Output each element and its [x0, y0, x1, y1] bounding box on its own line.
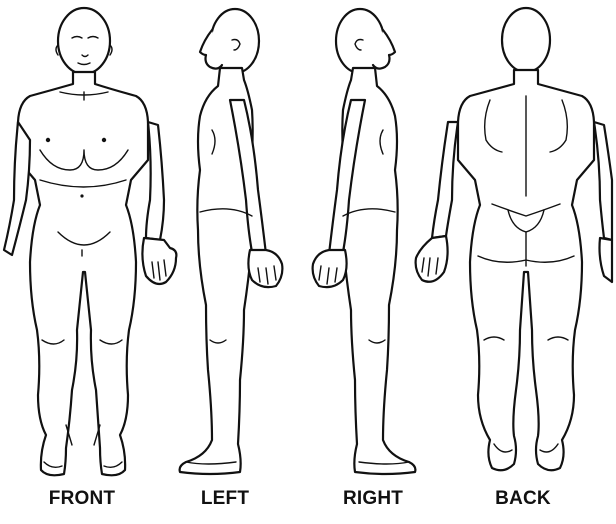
- view-label-front: FRONT: [12, 488, 152, 510]
- back-head: [502, 8, 550, 72]
- right-figure: [313, 9, 416, 474]
- front-body: [18, 72, 148, 475]
- front-arm-right: [146, 122, 164, 240]
- front-figure: [4, 8, 176, 475]
- back-figure: [416, 8, 612, 470]
- view-label-left: LEFT: [155, 488, 295, 510]
- back-hand-left: [416, 236, 448, 282]
- back-arm-right: [594, 122, 612, 240]
- view-label-back: BACK: [453, 488, 593, 510]
- left-figure: [180, 9, 283, 474]
- back-hand-right: [600, 238, 613, 282]
- front-arm-left: [4, 122, 30, 255]
- view-label-right: RIGHT: [303, 488, 443, 510]
- back-arm-left: [432, 122, 458, 238]
